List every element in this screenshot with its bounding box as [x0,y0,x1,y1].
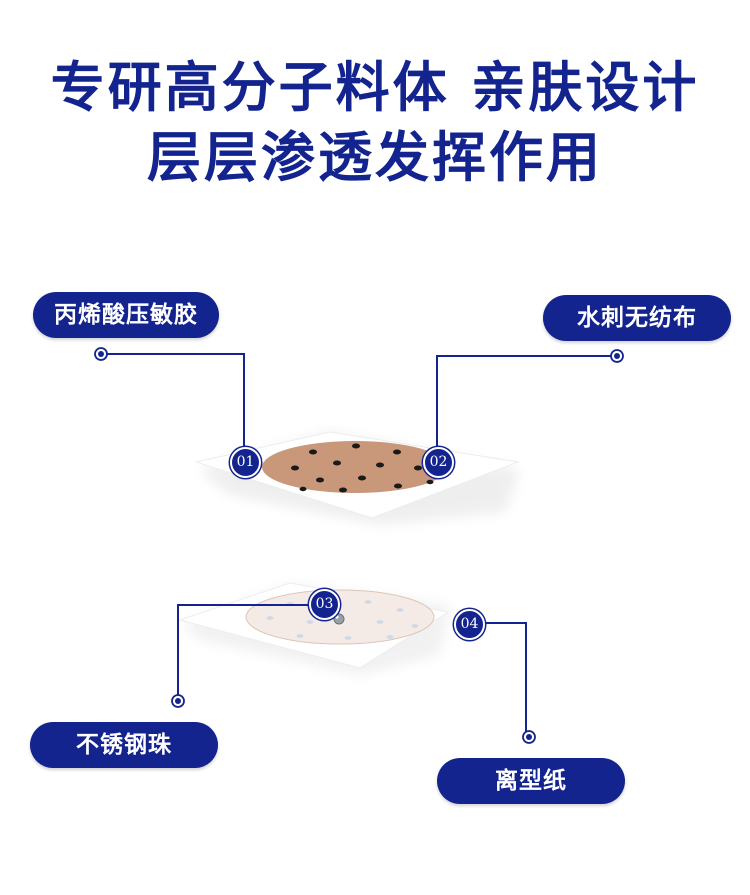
steel-ball [333,613,345,625]
callout-number-04: 04 [454,609,485,640]
callout-number-01: 01 [230,447,261,478]
endpoint-markers [94,347,624,744]
headline-line-1: 专研高分子料体 亲肤设计 [50,56,700,119]
dots-pattern [291,443,434,493]
leader-lines [101,353,617,737]
label-stainless-steel-ball: 不锈钢珠 [30,722,218,768]
callout-number-03: 03 [309,589,340,620]
callout-number-02: 02 [423,447,454,478]
label-acrylic-adhesive: 丙烯酸压敏胶 [33,292,219,338]
label-release-paper: 离型纸 [437,758,625,804]
acrylic-adhesive-layer [262,441,448,493]
label-spunlace-nonwoven: 水刺无纺布 [543,295,731,341]
headline-line-2: 层层渗透发挥作用 [147,126,603,189]
